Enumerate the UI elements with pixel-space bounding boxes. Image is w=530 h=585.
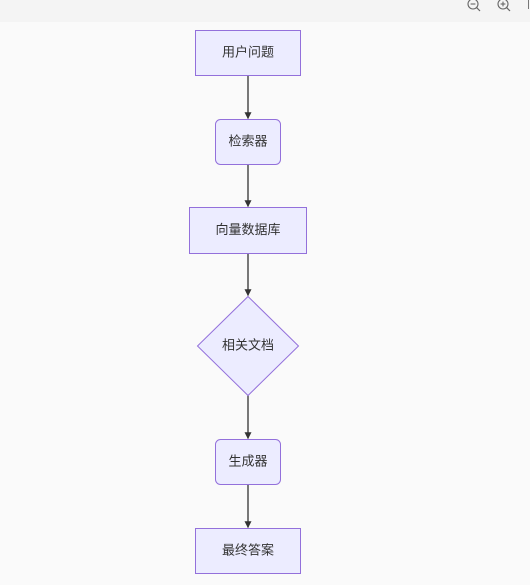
node-relevant-documents-decision: 相关文档 xyxy=(196,295,300,397)
zoom-in-icon xyxy=(497,0,511,12)
node-box xyxy=(189,207,307,254)
node-retriever: 检索器 xyxy=(215,119,281,165)
node-label: 向量数据库 xyxy=(215,222,280,238)
node-user-question: 用户问题 xyxy=(195,30,301,76)
zoom-in-button[interactable] xyxy=(496,0,512,13)
zoom-out-button[interactable] xyxy=(466,0,482,13)
viewer-toolbar xyxy=(0,0,530,22)
node-label: 最终答案 xyxy=(222,543,274,559)
node-label: 用户问题 xyxy=(222,45,274,61)
node-final-answer: 最终答案 xyxy=(195,528,301,574)
node-diamond xyxy=(196,295,300,397)
node-label: 相关文档 xyxy=(222,339,274,354)
node-box xyxy=(215,119,281,165)
node-label: 检索器 xyxy=(228,135,267,150)
node-label: 生成器 xyxy=(228,455,267,470)
node-generator: 生成器 xyxy=(215,439,281,485)
zoom-out-icon xyxy=(467,0,481,12)
node-box xyxy=(195,30,301,76)
node-vector-database: 向量数据库 xyxy=(189,207,307,254)
node-box xyxy=(215,439,281,485)
node-box xyxy=(195,528,301,574)
truncated-toolbar-icon[interactable] xyxy=(527,0,530,10)
